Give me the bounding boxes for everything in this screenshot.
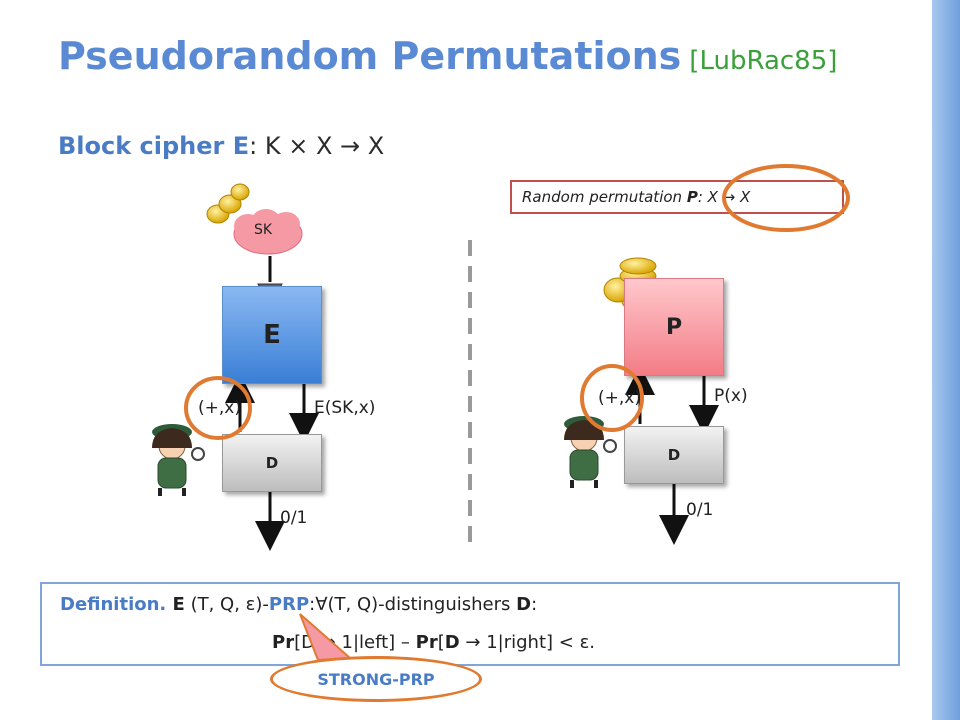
side-accent-bar <box>932 0 960 720</box>
callout-pointer <box>299 613 353 662</box>
right-query-label: (+,x) <box>598 388 641 408</box>
left-answer-label: E(SK,x) <box>314 398 376 418</box>
right-distinguisher-box: D <box>624 426 724 484</box>
right-output-label: 0/1 <box>686 500 714 520</box>
definition-box <box>40 582 900 666</box>
left-query-label: (+,x) <box>198 398 241 418</box>
strong-prp-callout: STRONG-PRP <box>270 656 482 702</box>
left-query-highlight <box>184 376 252 440</box>
definition-line-1: Definition. E (T, Q, ε)-PRP:∀(T, Q)-dist… <box>60 594 538 615</box>
right-answer-label: P(x) <box>714 386 748 406</box>
slide-title: Pseudorandom Permutations[LubRac85] <box>58 34 838 78</box>
citation: [LubRac85] <box>689 46 838 76</box>
permutation-box-P: P <box>624 278 724 376</box>
left-output-label: 0/1 <box>280 508 308 528</box>
cipher-box-E: E <box>222 286 322 384</box>
block-cipher-heading: Block cipher E: K × X → X <box>58 132 385 160</box>
sk-label: SK <box>254 222 273 238</box>
left-distinguisher-box: D <box>222 434 322 492</box>
left-detective-icon <box>152 424 205 496</box>
left-coins-icon <box>206 183 250 224</box>
perm-highlight <box>722 164 850 232</box>
sk-cloud-icon <box>233 209 303 255</box>
right-detective-icon <box>564 416 617 488</box>
right-query-highlight <box>580 364 644 432</box>
